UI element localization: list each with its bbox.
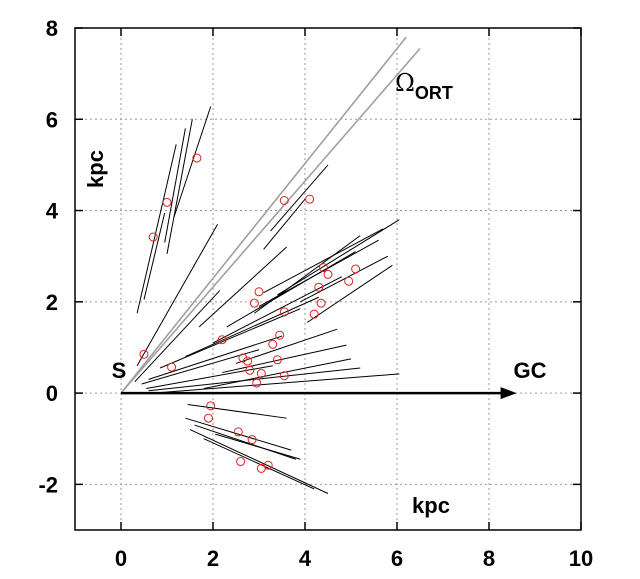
segment-line bbox=[159, 308, 301, 369]
data-point bbox=[252, 378, 262, 388]
segment-line bbox=[263, 198, 306, 250]
segment-line bbox=[194, 424, 296, 460]
data-point bbox=[233, 427, 243, 437]
segment-line bbox=[203, 438, 315, 490]
segment-line bbox=[307, 264, 393, 323]
data-point bbox=[316, 298, 326, 308]
data-point bbox=[279, 371, 289, 381]
x-axis-label: kpc bbox=[412, 493, 450, 518]
x-tick-label: 6 bbox=[391, 546, 403, 571]
data-point bbox=[243, 356, 252, 366]
segments bbox=[134, 106, 400, 494]
x-tick-label: 2 bbox=[207, 546, 219, 571]
segment-line bbox=[164, 128, 186, 243]
gc-arrow-head bbox=[500, 387, 517, 400]
data-point bbox=[351, 264, 361, 274]
segment-line bbox=[300, 255, 389, 303]
segment-line bbox=[235, 328, 338, 364]
ort-lines bbox=[120, 36, 421, 394]
x-tick-label: 4 bbox=[299, 546, 312, 571]
data-point bbox=[192, 153, 202, 163]
data-point bbox=[305, 194, 315, 204]
x-tick-label: 10 bbox=[569, 546, 593, 571]
x-tick-label: 0 bbox=[115, 546, 127, 571]
data-point bbox=[217, 335, 227, 345]
x-tick-label: 8 bbox=[483, 546, 495, 571]
data-point bbox=[318, 263, 328, 273]
points bbox=[139, 153, 361, 473]
data-point bbox=[309, 309, 319, 319]
data-point bbox=[279, 196, 289, 206]
segment-line bbox=[187, 404, 287, 419]
segment-line bbox=[189, 429, 329, 494]
segment-line bbox=[215, 433, 301, 460]
y-tick-label: 0 bbox=[46, 381, 58, 406]
segment-line bbox=[270, 164, 329, 232]
omega-symbol: Ω bbox=[395, 69, 415, 97]
segment-line bbox=[254, 235, 361, 314]
segment-line bbox=[258, 239, 379, 307]
data-point bbox=[167, 362, 177, 372]
gc-arrow bbox=[121, 387, 517, 400]
data-point bbox=[249, 298, 259, 308]
ticks bbox=[75, 27, 582, 530]
data-point bbox=[323, 269, 333, 279]
segment-line bbox=[185, 296, 320, 358]
segment-line bbox=[226, 251, 356, 328]
omega-label: ΩORT bbox=[395, 69, 453, 103]
segment-line bbox=[136, 223, 219, 366]
origin-label: S bbox=[112, 358, 127, 383]
data-point bbox=[148, 232, 158, 242]
data-point bbox=[139, 349, 149, 359]
ort-line bbox=[120, 48, 421, 394]
y-tick-label: 6 bbox=[46, 107, 58, 132]
data-point bbox=[256, 368, 266, 378]
data-point bbox=[314, 282, 324, 292]
segment-line bbox=[153, 373, 400, 394]
segment-line bbox=[222, 344, 347, 374]
plot-frame bbox=[74, 27, 582, 531]
segment-line bbox=[263, 228, 384, 294]
data-point bbox=[238, 353, 248, 363]
data-point bbox=[279, 307, 289, 317]
data-point bbox=[236, 457, 246, 467]
segment-line bbox=[146, 365, 273, 390]
segment-line bbox=[185, 417, 292, 451]
y-tick-label: -2 bbox=[38, 472, 58, 497]
y-tick-label: 4 bbox=[46, 199, 59, 224]
segment-line bbox=[203, 358, 352, 390]
data-point bbox=[272, 355, 282, 365]
omega-subscript: ORT bbox=[415, 83, 453, 103]
data-point bbox=[247, 435, 257, 445]
gc-label: GC bbox=[514, 358, 547, 383]
data-point bbox=[263, 460, 273, 470]
segment-line bbox=[198, 246, 287, 328]
data-point bbox=[275, 330, 285, 340]
y-tick-label: 2 bbox=[46, 290, 58, 315]
y-axis-label: kpc bbox=[83, 150, 108, 188]
data-point bbox=[245, 365, 255, 375]
data-point bbox=[254, 287, 264, 297]
data-point bbox=[203, 413, 213, 423]
ort-line bbox=[120, 36, 407, 394]
y-tick-label: 8 bbox=[46, 16, 58, 41]
segment-line bbox=[136, 144, 177, 314]
data-point bbox=[206, 401, 216, 411]
data-point bbox=[268, 339, 278, 349]
segment-line bbox=[173, 106, 212, 218]
segment-line bbox=[212, 276, 343, 344]
data-point bbox=[344, 276, 354, 286]
data-point bbox=[162, 197, 172, 207]
segment-line bbox=[277, 219, 400, 296]
segment-line bbox=[143, 212, 166, 300]
segment-line bbox=[134, 290, 221, 383]
segment-line bbox=[166, 119, 193, 254]
plot-area bbox=[75, 28, 581, 530]
tick-labels: 0 2 4 6 8 10 8 6 4 2 0 -2 bbox=[38, 16, 593, 571]
segment-line bbox=[148, 335, 283, 380]
